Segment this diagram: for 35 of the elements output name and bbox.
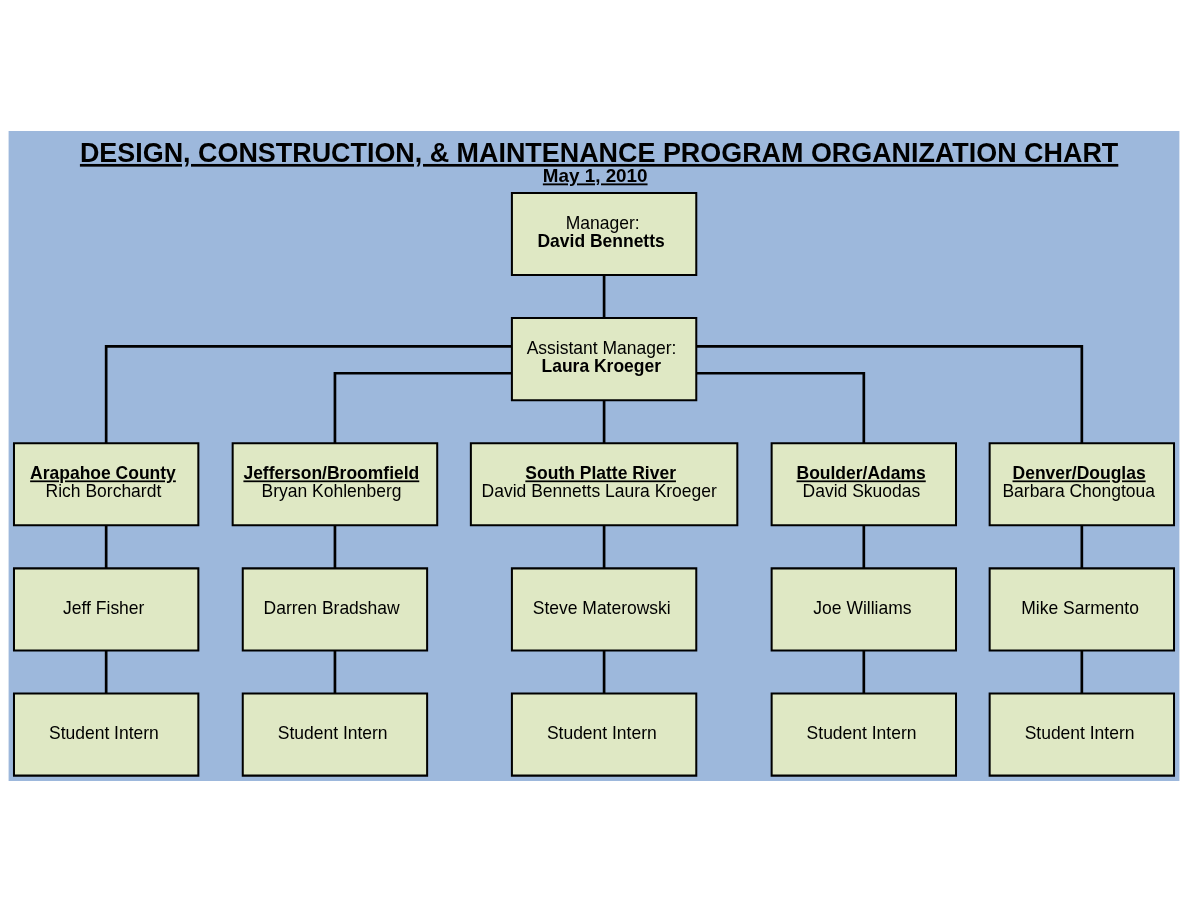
diagram-title: DESIGN, CONSTRUCTION, & MAINTENANCE PROGRAM ORGANIZATION CHART [79,137,1119,168]
node-box: Boulder/Adams David Skuodas [770,442,957,527]
node-box: Student Intern [241,692,429,777]
connector [333,525,337,569]
connector [862,525,866,569]
connector [602,400,606,443]
node-box: Joe Williams [770,567,957,652]
node-box: Jefferson/Broomfield Bryan Kohlenberg [231,442,439,527]
connector [1080,525,1084,569]
connector [104,525,108,569]
node-box: Denver/Douglas Barbara Chongtoua [988,442,1176,527]
node-box: Mike Sarmento [988,567,1176,652]
node-box: Student Intern [12,692,200,777]
connector [602,275,606,318]
node-box: Student Intern [510,692,698,777]
connector [696,371,866,443]
connector [104,344,512,443]
connector [104,650,108,694]
node-box: Darren Bradshaw [241,567,429,652]
connector [696,344,1084,443]
node-box: Student Intern [770,692,957,777]
connector [333,650,337,694]
connector [862,650,866,694]
connector [602,650,606,694]
node-box: South Platte River David Bennetts Laura Kroeger [469,442,739,527]
node-box: Manager: David Bennetts [510,191,698,276]
node-box: Arapahoe County Rich Borchardt [12,442,200,527]
node-box: Student Intern [988,692,1176,777]
connector [602,525,606,569]
node-box: Assistant Manager: Laura Kroeger [510,317,698,402]
connector [1080,650,1084,694]
node-box: Steve Materowski [510,567,698,652]
connector [333,371,512,443]
node-box: Jeff Fisher [12,567,200,652]
caption: May 1, 2010 [542,165,648,187]
